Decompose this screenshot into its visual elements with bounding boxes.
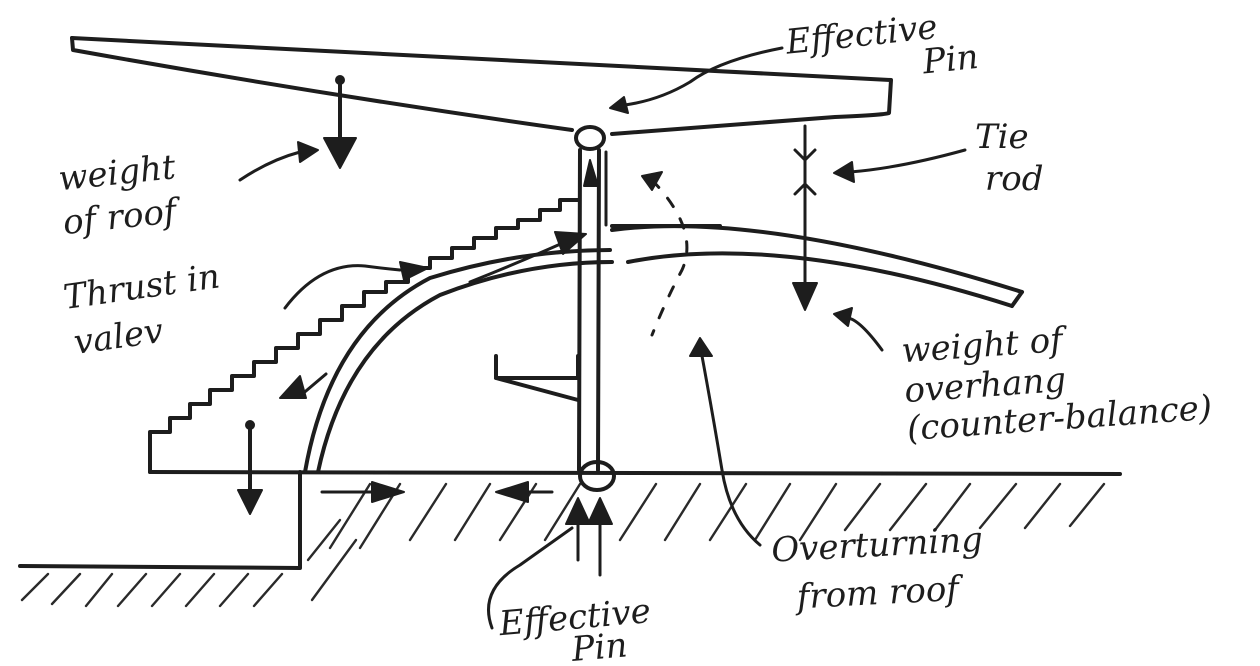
label-effective-pin-bottom: Effective Pin bbox=[497, 591, 653, 666]
label-weight-of-overhang: weight of overhang (counter-balance) bbox=[900, 320, 1213, 449]
ground bbox=[18, 470, 1122, 608]
label-overturning-from-roof: Overturning from roof bbox=[770, 520, 984, 618]
svg-text:weight: weight bbox=[56, 147, 177, 199]
label-effective-pin-top: Effective Pin bbox=[783, 7, 981, 83]
stairs bbox=[148, 198, 580, 474]
svg-text:from roof: from roof bbox=[793, 569, 965, 618]
leader-lines bbox=[238, 46, 967, 630]
svg-text:Overturning: Overturning bbox=[770, 520, 984, 571]
tie-rod bbox=[792, 124, 818, 311]
vault-shell bbox=[303, 224, 1024, 474]
svg-text:Pin: Pin bbox=[569, 625, 629, 666]
svg-text:of roof: of roof bbox=[61, 191, 184, 243]
roof-weight-arrow bbox=[323, 75, 357, 169]
svg-text:Tie: Tie bbox=[975, 117, 1029, 157]
svg-text:Thrust in: Thrust in bbox=[61, 256, 222, 318]
svg-text:Pin: Pin bbox=[920, 37, 981, 83]
label-tie-rod: Tie rod bbox=[975, 117, 1044, 199]
label-thrust-in-valev: Thrust in valev bbox=[61, 256, 222, 363]
lever-mark bbox=[494, 354, 580, 402]
top-pin bbox=[574, 125, 606, 151]
overturning-dashed-arc bbox=[650, 178, 689, 337]
bottom-pin bbox=[578, 460, 616, 492]
label-weight-of-roof: weight of roof bbox=[56, 147, 183, 243]
stair-weight-arrow bbox=[237, 420, 263, 515]
central-column bbox=[577, 148, 608, 472]
base-arrows bbox=[320, 481, 613, 577]
svg-text:valev: valev bbox=[71, 311, 165, 363]
roof-slab bbox=[70, 36, 893, 136]
svg-text:rod: rod bbox=[985, 159, 1044, 199]
svg-text:Effective: Effective bbox=[783, 7, 939, 63]
thrust-arrows bbox=[279, 231, 587, 399]
